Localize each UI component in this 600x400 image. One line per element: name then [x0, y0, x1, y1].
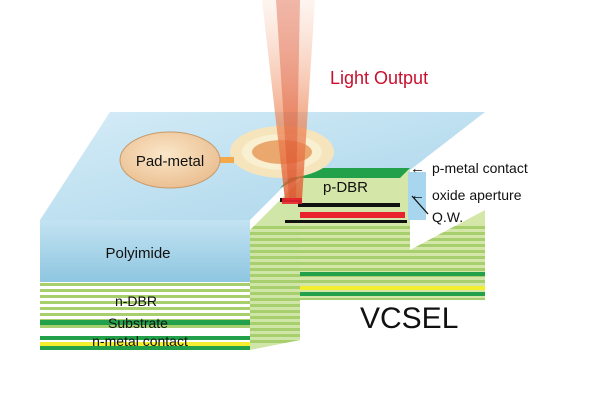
dbr-layer — [300, 226, 485, 229]
dbr-layer — [250, 328, 300, 331]
dbr-layer — [300, 280, 485, 283]
dbr-layer — [40, 325, 250, 328]
callout-quantum-well: Q.W. — [432, 209, 463, 225]
dbr-layer — [250, 274, 300, 277]
dbr-layer — [250, 268, 300, 271]
left-arrow-icon: ← — [410, 160, 425, 177]
substrate-label: Substrate — [108, 315, 168, 331]
callout-p-metal-contact: ← p-metal contact — [410, 160, 528, 177]
dbr-layer — [300, 232, 485, 235]
p-dbr-label: p-DBR — [323, 179, 368, 196]
polyimide-label: Polyimide — [105, 245, 170, 262]
quantum-well-label: Q.W. — [432, 209, 463, 225]
dbr-layer — [40, 295, 250, 298]
dbr-layer — [250, 280, 300, 283]
dbr-layer — [250, 262, 300, 265]
dbr-layer — [40, 313, 250, 316]
contact-layer — [40, 336, 250, 340]
dbr-layer — [250, 322, 300, 325]
contact-layer — [300, 286, 485, 290]
dbr-layer — [300, 238, 485, 241]
light-beam — [262, 0, 315, 200]
callout-oxide-aperture: ← oxide aperture — [410, 187, 522, 204]
n-metal-contact-label: n-metal contact — [92, 333, 188, 349]
dbr-layer — [300, 262, 485, 265]
dbr-layer — [250, 232, 300, 235]
dbr-layer — [300, 244, 485, 247]
n-dbr-label: n-DBR — [115, 293, 157, 309]
oxide-aperture-label: oxide aperture — [432, 187, 522, 203]
dbr-layer — [250, 238, 300, 241]
contact-layer — [40, 320, 250, 325]
left-arrow-icon: ← — [410, 187, 425, 204]
dbr-layer — [250, 256, 300, 259]
dbr-layer — [250, 292, 300, 295]
dbr-layer — [250, 304, 300, 307]
light-output-label: Light Output — [330, 68, 428, 88]
dbr-layer — [250, 244, 300, 247]
pad-connector — [208, 157, 234, 163]
dbr-layer — [250, 316, 300, 319]
dbr-layer — [40, 289, 250, 292]
dbr-layer — [300, 298, 485, 300]
oxide-aperture-box — [408, 172, 426, 220]
dbr-layer — [40, 301, 250, 304]
dbr-layer — [300, 268, 485, 271]
dbr-layer — [40, 283, 250, 286]
front-face — [40, 220, 250, 350]
p-metal-contact-label: p-metal contact — [432, 160, 528, 176]
contact-layer — [40, 342, 250, 346]
dbr-layer — [250, 298, 300, 301]
vcsel-title: VCSEL — [360, 302, 458, 335]
dbr-layer — [40, 307, 250, 310]
dbr-layer — [250, 310, 300, 313]
contact-layer — [40, 346, 250, 350]
dbr-layer — [250, 286, 300, 289]
pad-metal-disc — [119, 131, 221, 189]
quantum-well-layer — [300, 212, 405, 218]
callout-arrows — [411, 195, 429, 215]
dbr-layer — [300, 256, 485, 259]
pad-metal-label: Pad-metal — [136, 153, 204, 170]
dbr-layer — [250, 334, 300, 337]
contact-layer — [300, 272, 485, 276]
dbr-layer — [250, 226, 300, 229]
dbr-layer — [250, 340, 300, 343]
dbr-layer — [250, 250, 300, 253]
contact-layer — [300, 292, 485, 296]
dbr-layer — [300, 250, 485, 253]
